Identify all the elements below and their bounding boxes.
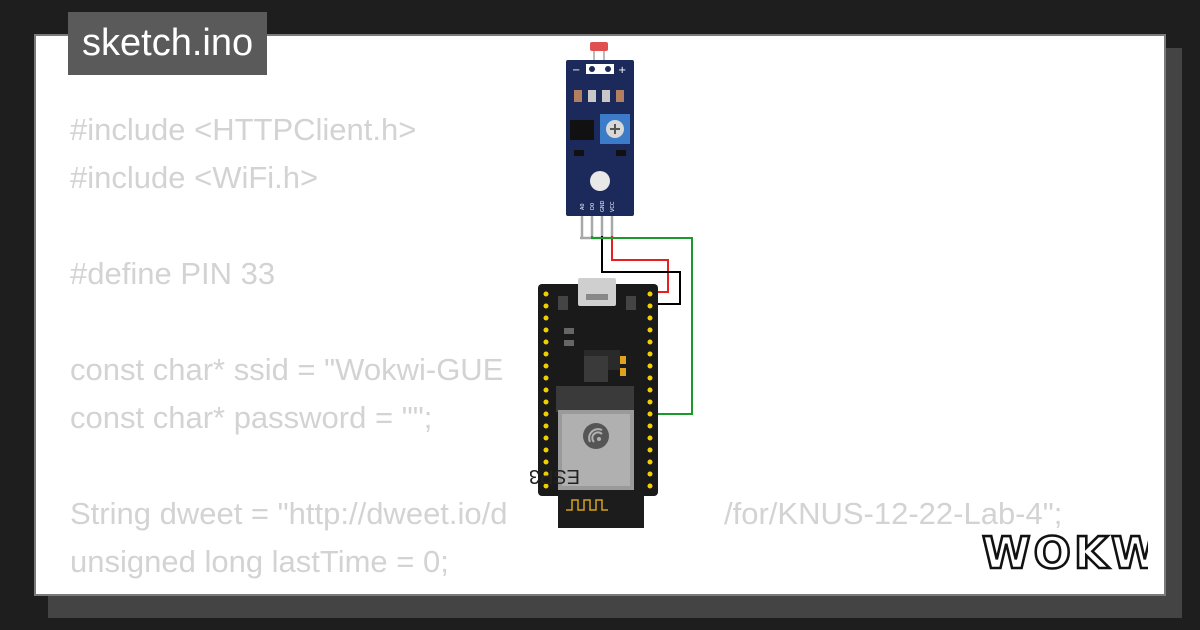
wokwi-logo: WOKWI — [981, 528, 1148, 576]
code-line: unsigned long timerDelay = 1500 — [70, 586, 524, 594]
light-sensor-module[interactable]: − + A0 D0 GND VCC — [566, 42, 634, 240]
minus-label: − — [572, 65, 580, 76]
code-line — [70, 202, 524, 250]
comparator-chip — [570, 120, 594, 140]
code-line: const char* ssid = "Wokwi-GUE — [70, 352, 504, 387]
esp32-wifi-logo-icon — [583, 423, 609, 449]
pin-label-vcc: VCC — [610, 201, 616, 212]
code-line — [70, 298, 524, 346]
code-line: #include <WiFi.h> — [70, 160, 319, 195]
wokwi-logo-text: WOKWI — [982, 528, 1148, 576]
code-line: #include <HTTPClient.h> — [70, 112, 417, 147]
esp32-chip-label: ESP32 — [530, 465, 580, 487]
code-line — [70, 442, 524, 490]
wire-d0[interactable] — [591, 236, 693, 415]
code-line: unsigned long lastTime = 0; — [70, 544, 449, 579]
circuit-diagram: − + A0 D0 GND VCC — [530, 42, 693, 528]
esp32-antenna — [558, 490, 644, 528]
filename-tab[interactable]: sketch.ino — [68, 12, 268, 75]
plus-label: + — [618, 65, 626, 76]
photoresistor-icon — [590, 42, 608, 51]
code-line: String dweet = "http://dweet.io/d — [70, 496, 508, 531]
code-line: const char* password = ""; — [70, 400, 433, 435]
code-line: #define PIN 33 — [70, 256, 276, 291]
wires — [591, 236, 693, 415]
wire-gnd[interactable] — [601, 236, 681, 305]
pin-label-a0: A0 — [580, 203, 586, 210]
code-url-continuation: /for/KNUS-12-22-Lab-4"; — [724, 496, 1063, 531]
pin-label-d0: D0 — [590, 203, 596, 210]
usb-port-icon[interactable] — [578, 278, 616, 306]
indicator-led — [590, 171, 610, 191]
pin-label-gnd: GND — [600, 200, 606, 212]
wire-vcc[interactable] — [611, 236, 669, 293]
code-preview: #include <HTTPClient.h> #include <WiFi.h>… — [70, 106, 524, 594]
esp32-board[interactable]: ESP32 — [530, 278, 658, 528]
